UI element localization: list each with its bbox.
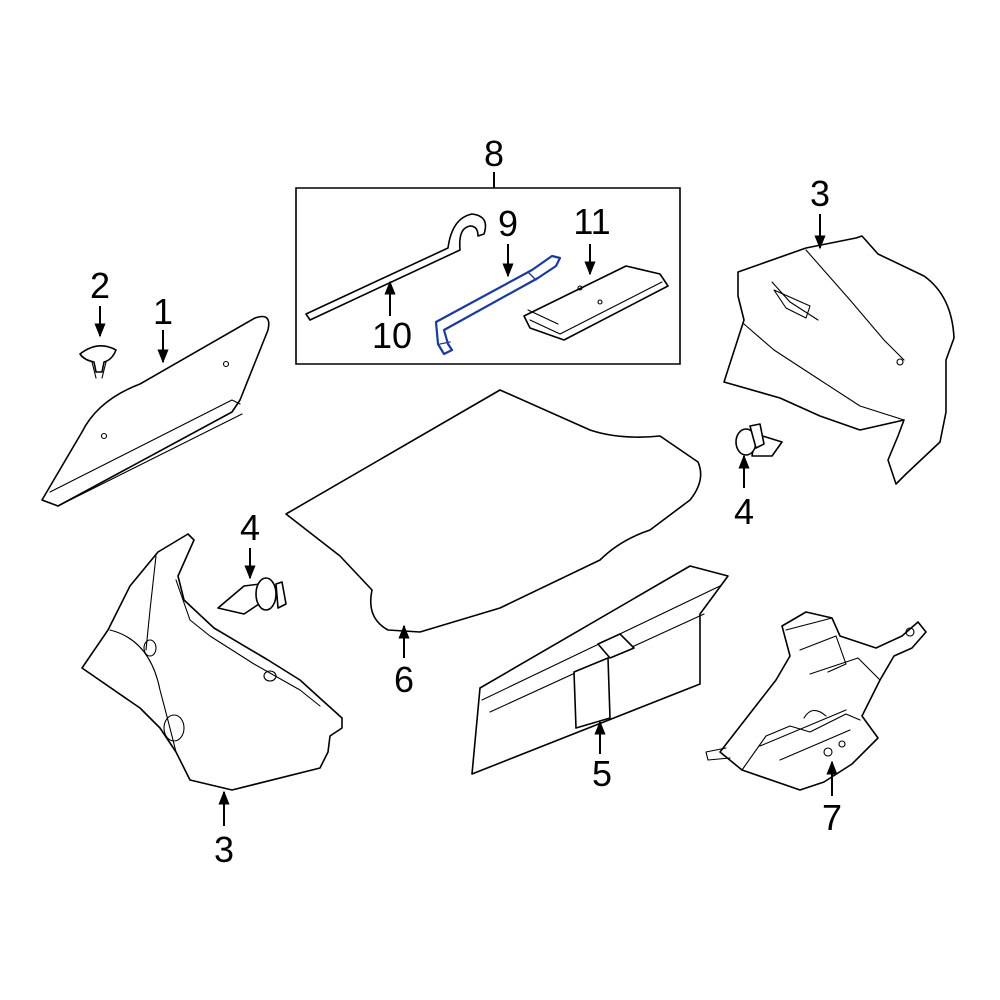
- part-push-clip: [79, 345, 117, 379]
- callout-8: 8: [484, 133, 504, 174]
- callout-2: 2: [90, 265, 110, 306]
- part-scissor-jack: [705, 611, 927, 791]
- part-trunk-mat: [285, 389, 702, 633]
- part-sill-trim: [471, 565, 729, 775]
- part-wheelhouse-trim-left: [81, 533, 343, 791]
- part-trim-panel: [41, 315, 270, 507]
- part-wheelhouse-trim-right: [723, 235, 955, 485]
- callout-5: 5: [592, 753, 612, 794]
- part-lug-wrench: [434, 254, 562, 356]
- callout-9: 9: [498, 203, 518, 244]
- callout-10: 10: [372, 315, 412, 356]
- callout-4-left: 4: [240, 507, 260, 548]
- callout-11: 11: [573, 201, 610, 242]
- callout-labels: 1 2 3 3 4 4 5 6 7 8 9 10 11: [90, 133, 842, 870]
- part-tool-bag: [523, 265, 669, 341]
- callout-3-right: 3: [810, 173, 830, 214]
- callout-6: 6: [394, 659, 414, 700]
- part-fastener-right: [735, 423, 783, 457]
- callout-7: 7: [822, 797, 842, 838]
- callout-3-left: 3: [214, 829, 234, 870]
- leader-lines: [94, 172, 838, 826]
- callout-4-right: 4: [734, 491, 754, 532]
- part-fastener-left: [217, 577, 287, 615]
- tool-kit-box: [295, 187, 681, 365]
- callout-1: 1: [153, 291, 173, 332]
- part-jack-handle: [305, 213, 487, 321]
